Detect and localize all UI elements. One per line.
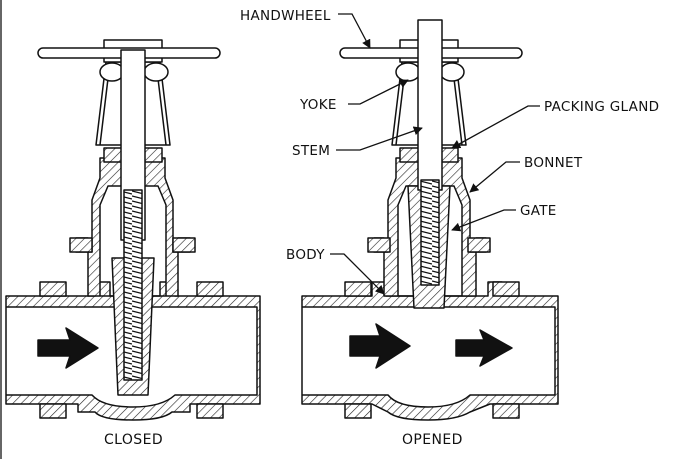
label-yoke: YOKE [299,97,337,113]
opened-flange-bottom-left [344,403,372,419]
leader-yoke [348,79,409,105]
opened-stem-thread [420,179,440,286]
leader-bonnet [469,161,520,193]
opened-bonnet-flange-left [367,237,391,253]
closed-valve [5,39,261,421]
opened-flow-arrow-left [349,323,411,369]
opened-handwheel-hub-left [395,62,421,82]
closed-flange-bottom-left [39,403,67,419]
label-gate: GATE [520,203,557,219]
caption-opened: OPENED [402,432,463,448]
closed-bonnet-flange-right [172,237,196,253]
closed-flange-bottom-right [196,403,224,419]
closed-flow-arrow [37,327,99,369]
leader-stem [336,126,423,151]
opened-flange-bottom-right [492,403,520,419]
label-body: BODY [286,247,325,263]
leader-body [330,253,385,295]
label-handwheel: HANDWHEEL [240,8,331,24]
leader-lines [330,13,540,295]
opened-stem [417,19,443,191]
closed-flange-top-right [196,281,224,297]
opened-body-casting [301,281,559,421]
opened-bonnet-flange-right [467,237,491,253]
leader-handwheel [338,13,371,49]
closed-stem-thread [123,189,143,381]
closed-body-casting [5,281,261,421]
closed-handwheel-hub-right [143,62,169,82]
label-stem: STEM [292,143,330,159]
caption-closed: CLOSED [104,432,163,448]
closed-bonnet-flange-left [69,237,93,253]
closed-flange-top-left [39,281,67,297]
label-bonnet: BONNET [524,155,583,171]
leader-packing-gland [451,105,540,149]
opened-valve [301,19,559,421]
opened-flange-top-left [344,281,372,297]
leader-gate [451,209,516,232]
label-packing-gland: PACKING GLAND [544,99,659,115]
opened-flange-top-right [492,281,520,297]
opened-handwheel-hub-right [439,62,465,82]
opened-flow-arrow-right [455,329,513,367]
